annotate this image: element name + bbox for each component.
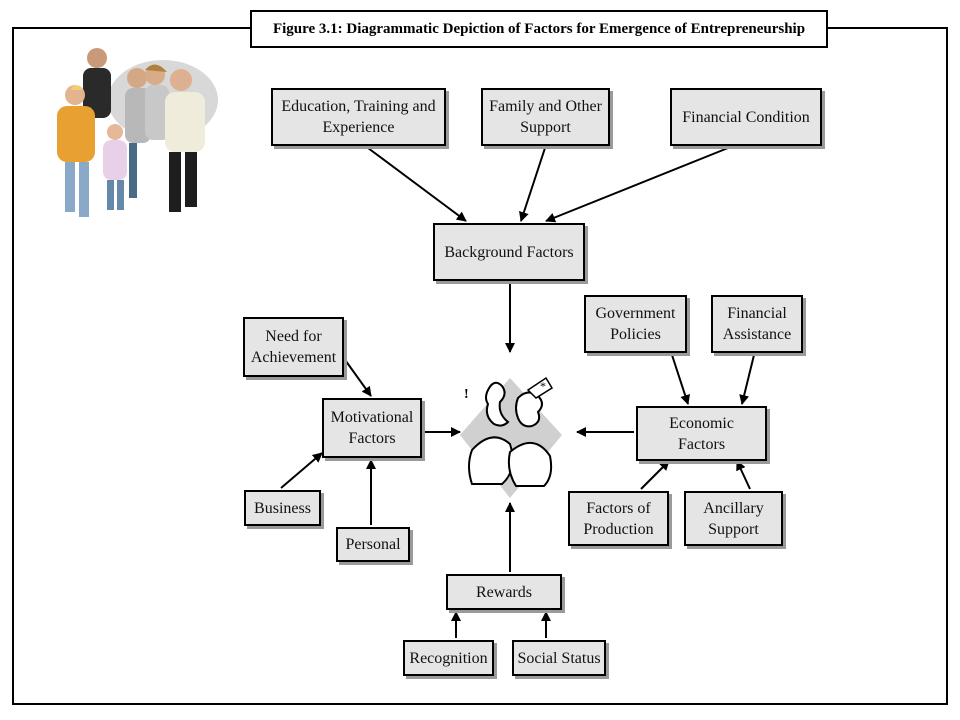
- edge-financial-assistance-to-economic: [739, 354, 755, 405]
- family-group-icon: [57, 48, 218, 217]
- node-background-factors: Background Factors: [433, 223, 585, 281]
- node-financial-condition: Financial Condition: [670, 88, 822, 146]
- node-family-other-support: Family and Other Support: [481, 88, 610, 146]
- entrepreneurs-illustration-icon: ! *: [460, 376, 562, 498]
- edge-factors-production-to-economic: [640, 460, 670, 490]
- node-government-policies: Government Policies: [584, 295, 687, 353]
- node-education-training-experience: Education, Training and Experience: [271, 88, 446, 146]
- figure-title: Figure 3.1: Diagrammatic Depiction of Fa…: [250, 10, 828, 48]
- edge-financial-condition-to-background: [545, 147, 729, 223]
- node-rewards: Rewards: [446, 574, 562, 610]
- node-factors-of-production: Factors of Production: [568, 491, 669, 546]
- edge-government-to-economic: [671, 354, 690, 405]
- node-need-for-achievement: Need for Achievement: [243, 317, 344, 377]
- edge-ancillary-to-economic: [736, 460, 751, 490]
- node-ancillary-support: Ancillary Support: [684, 491, 783, 546]
- node-personal: Personal: [336, 527, 410, 562]
- svg-text:*: *: [540, 379, 546, 393]
- node-recognition: Recognition: [403, 640, 494, 676]
- svg-text:!: !: [464, 387, 469, 402]
- edge-family-support-to-background: [519, 147, 546, 222]
- node-economic-factors: Economic Factors: [636, 406, 767, 461]
- edge-business-to-motivational: [280, 452, 323, 489]
- node-motivational-factors: Motivational Factors: [322, 398, 422, 458]
- node-social-status: Social Status: [512, 640, 606, 676]
- edge-education-to-background: [367, 147, 467, 222]
- node-business: Business: [244, 490, 321, 526]
- edge-need-achievement-to-motivational: [342, 356, 372, 397]
- node-financial-assistance: Financial Assistance: [711, 295, 803, 353]
